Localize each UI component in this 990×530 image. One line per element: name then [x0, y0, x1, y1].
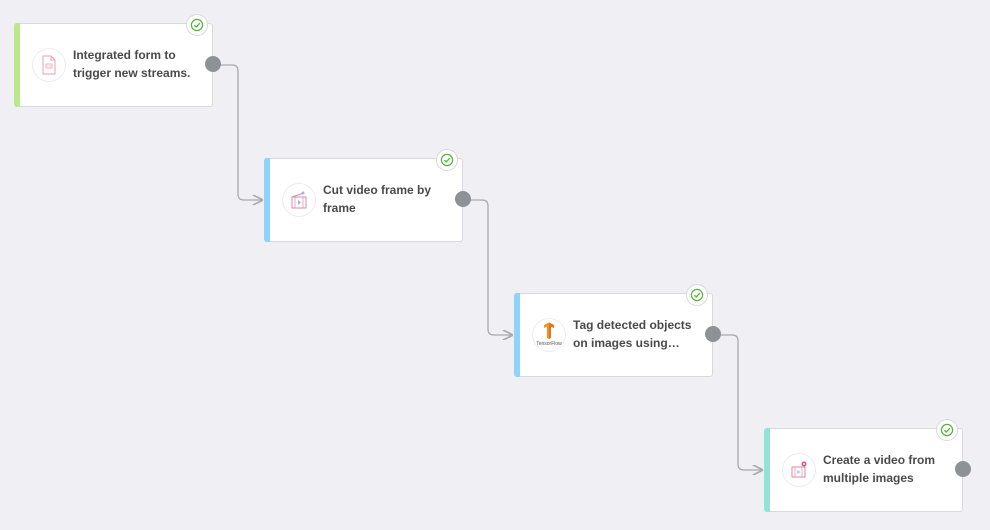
node-accent-bar — [764, 428, 770, 512]
check-icon — [686, 284, 708, 306]
video-create-icon — [783, 454, 815, 486]
video-frame-icon — [283, 184, 315, 216]
workflow-node-form-trigger[interactable]: Integrated form to trigger new streams. — [14, 14, 221, 107]
output-port[interactable] — [205, 56, 221, 72]
connector-3-4 — [713, 334, 762, 470]
svg-text:TensorFlow: TensorFlow — [536, 341, 562, 347]
check-icon — [936, 419, 958, 441]
output-port[interactable] — [455, 191, 471, 207]
node-label: Integrated form to trigger new streams. — [73, 48, 191, 80]
workflow-node-tag-objects[interactable]: TensorFlow Tag detected objects on image… — [514, 284, 721, 377]
output-port[interactable] — [955, 461, 971, 477]
form-icon — [33, 49, 65, 81]
workflow-node-cut-video[interactable]: Cut video frame by frame — [264, 149, 471, 242]
connector-1-2 — [213, 64, 262, 200]
node-accent-bar — [14, 23, 20, 107]
node-accent-bar — [514, 293, 520, 377]
node-accent-bar — [264, 158, 270, 242]
check-icon — [436, 149, 458, 171]
output-port[interactable] — [705, 326, 721, 342]
check-icon — [186, 14, 208, 36]
connector-2-3 — [463, 199, 512, 335]
node-label: Tag detected objects on images using Ten… — [573, 318, 692, 350]
node-label: Cut video frame by frame — [323, 183, 432, 215]
workflow-node-create-video[interactable]: Create a video from multiple images — [764, 419, 971, 512]
tensorflow-logo-icon: TensorFlow — [533, 319, 565, 351]
node-label: Create a video from multiple images — [823, 453, 936, 485]
